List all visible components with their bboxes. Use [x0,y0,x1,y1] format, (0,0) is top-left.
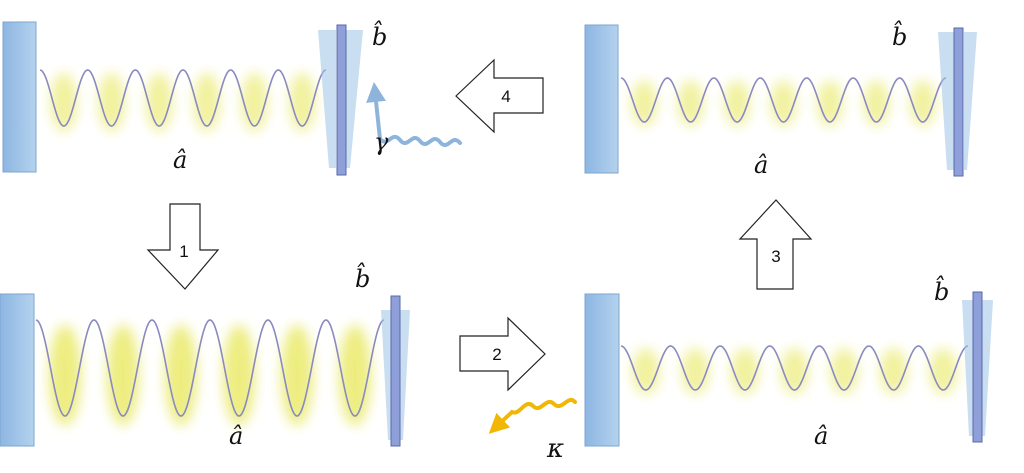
gamma-photon-icon [366,82,462,147]
light-intensity-spot [879,348,908,395]
panel-top-right: â b̂ [584,20,977,179]
light-intensity-spot [816,80,843,127]
moving-mirror [318,24,363,176]
panel-bottom-right: â b̂ κ [488,275,993,464]
mechanical-mode-label: b̂ [372,20,387,51]
light-intensity-spot [106,324,140,426]
cavity-wave [35,319,385,417]
light-intensity-spot [280,324,314,426]
kappa-label: κ [546,434,564,464]
fixed-mirror [0,293,35,447]
moving-mirror [938,27,977,177]
fixed-mirror [2,21,37,173]
cavity-wave [39,69,327,127]
light-intensity-spot [909,80,936,127]
light-intensity-spot [863,80,890,127]
glow-spots [631,348,958,395]
light-intensity-spot [48,324,82,426]
glow-spots [50,72,316,132]
cavity-wave [620,77,947,123]
light-intensity-spot [241,72,268,132]
step-number: 2 [492,345,501,364]
light-intensity-spot [222,324,256,426]
light-intensity-spot [731,348,759,395]
moving-mirror [381,295,410,447]
light-intensity-spot [780,348,809,395]
light-intensity-spot [724,80,751,127]
light-intensity-spot [830,348,858,395]
step-number: 1 [179,242,188,261]
step-arrow-3: 3 [738,199,813,290]
light-intensity-spot [50,72,78,132]
fixed-mirror [584,24,619,174]
cavity-mode-label: â [754,151,768,179]
step-number: 3 [771,247,780,266]
arrow-right-icon [459,316,546,392]
light-intensity-spot [631,348,660,395]
light-intensity-spot [631,80,658,127]
arrow-down-icon [146,203,220,290]
panel-top-left: â b̂ γ [2,20,462,176]
cavity-mode-label: â [814,422,828,450]
light-intensity-spot [98,72,125,132]
light-intensity-spot [677,80,704,127]
arrow-left-icon [455,58,544,134]
fixed-mirror [584,293,620,447]
gamma-label: γ [374,128,389,156]
light-intensity-spot [164,324,198,426]
light-intensity-spot [288,72,316,132]
cavity-mode-label: â [229,422,243,450]
light-intensity-spot [338,324,372,426]
step-arrow-2: 2 [459,316,546,392]
step-arrow-4: 4 [455,58,544,134]
mechanical-mode-label: b̂ [892,20,907,51]
cavity-wave [620,345,969,391]
light-intensity-spot [929,348,958,395]
glow-spots [48,324,372,426]
step-arrow-1: 1 [146,203,220,290]
mechanical-mode-label: b̂ [355,262,370,293]
glow-spots [631,80,936,127]
light-intensity-spot [193,72,221,132]
arrow-up-icon [738,199,813,290]
light-intensity-spot [145,72,173,132]
step-number: 4 [501,87,510,106]
light-intensity-spot [770,80,797,127]
moving-mirror [962,291,993,443]
kappa-photon-icon [488,398,577,434]
panel-bottom-left: â b̂ [0,262,410,450]
cavity-mode-label: â [173,146,187,174]
mechanical-mode-label: b̂ [934,275,949,306]
light-intensity-spot [681,348,710,395]
